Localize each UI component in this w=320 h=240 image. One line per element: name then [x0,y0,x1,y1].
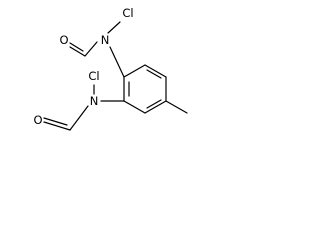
chlorine-atom-upper: Cl [122,6,133,20]
upper-substituent: N Cl O [59,6,134,78]
ring-bond [123,100,146,114]
oxygen-atom-upper: O [59,33,68,47]
n-cl-bond [107,21,121,34]
chlorine-atom-lower: Cl [88,69,99,83]
benzene-ring [123,64,167,114]
nitrogen-atom-upper: N [101,33,110,47]
carbonyl-double-bond [43,121,71,131]
nitrogen-atom-lower: N [90,94,99,108]
oxygen-atom-lower: O [33,113,42,127]
n-carbonyl-bond [69,105,89,131]
n-carbonyl-bond [84,41,98,57]
ring-bond [123,64,146,78]
methyl-bond [165,100,188,114]
ring-bond [144,64,167,78]
lower-substituent: N Cl O [33,69,125,131]
ring-bond [144,100,167,114]
ring-double-bond-inner [146,99,162,109]
ring-to-n-bond [109,46,125,78]
chemical-structure-diagram: N Cl O N Cl O [33,6,188,131]
carbonyl-double-bond [43,117,68,126]
ring-double-bond-inner [146,69,162,79]
carbonyl-double-bond [69,46,86,57]
carbonyl-double-bond [69,42,84,52]
